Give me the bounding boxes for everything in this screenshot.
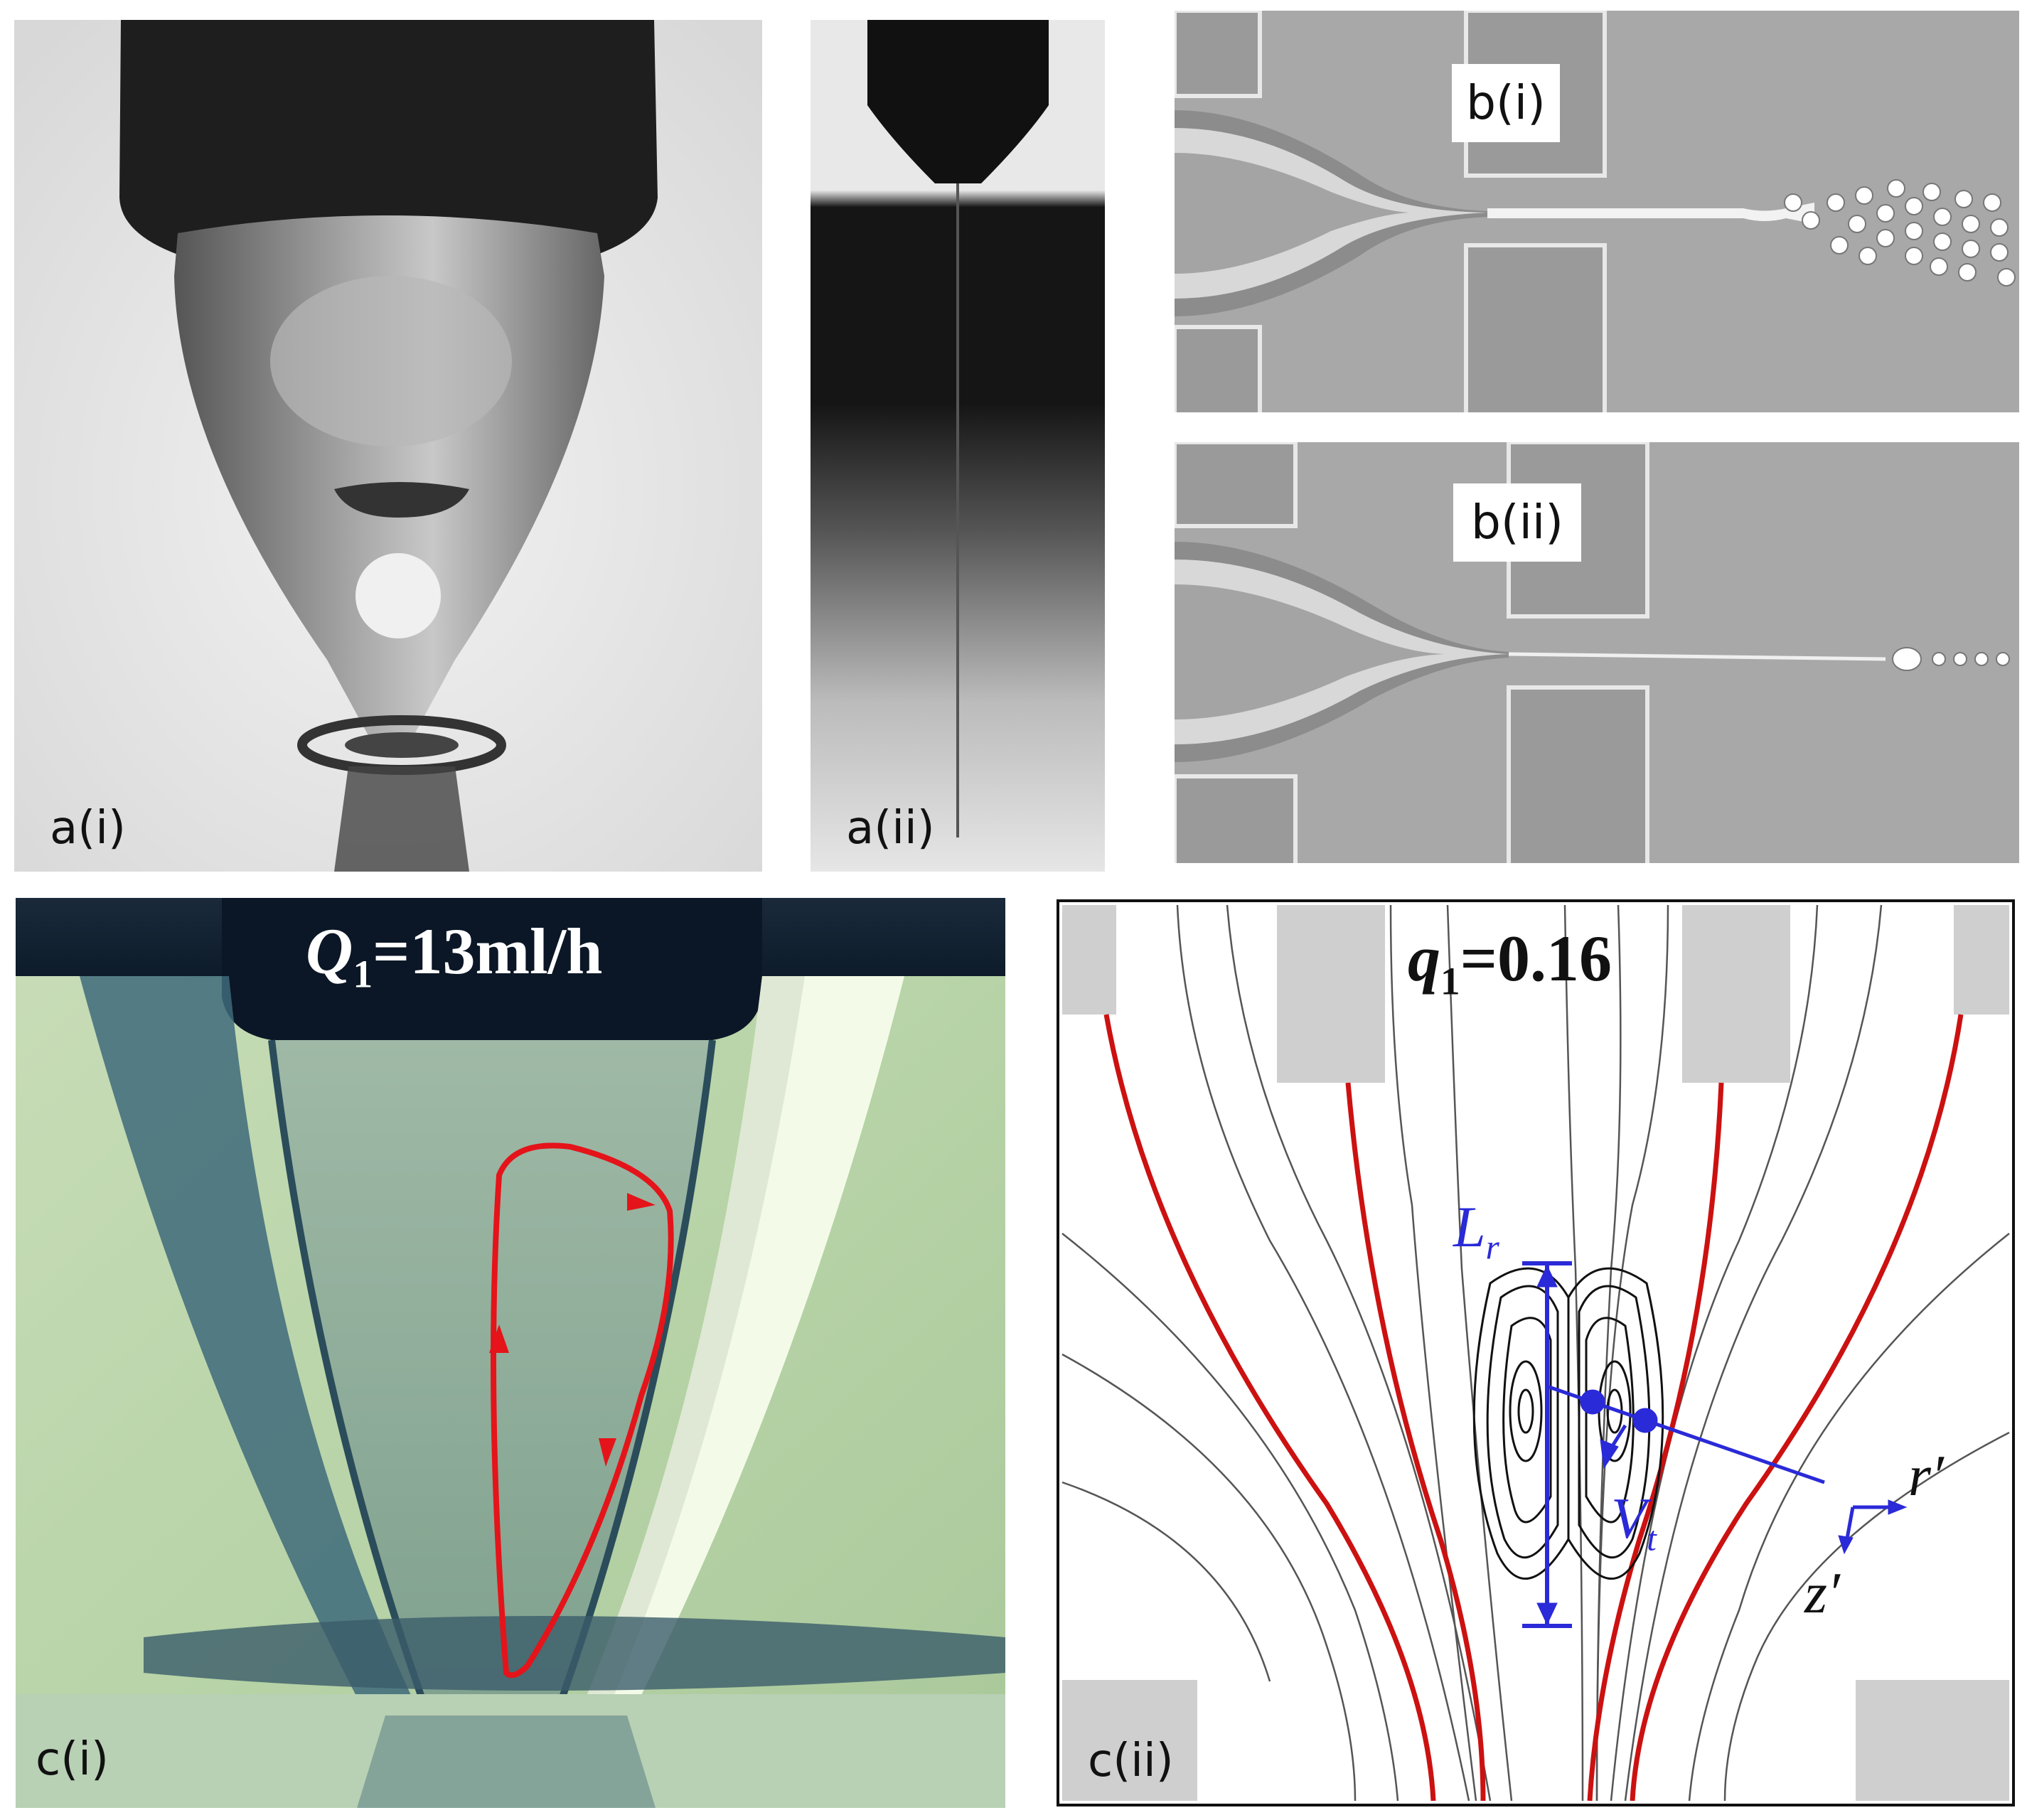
- title-c-i: Q1=13ml/h: [306, 915, 603, 996]
- photo-c-i: [16, 898, 1005, 1808]
- panel-b-ii: b(ii): [1175, 442, 2019, 863]
- panel-c-ii: q1=0.16 Lr Vt r′ z′ c(ii): [1057, 899, 2015, 1806]
- label-c-ii: c(ii): [1088, 1735, 1174, 1787]
- label-b-ii: b(ii): [1453, 483, 1581, 562]
- photo-a-i: [14, 20, 762, 872]
- red-streamlines: [1103, 1014, 1964, 1802]
- label-c-i: c(i): [36, 1733, 109, 1786]
- annotations-blue: [1522, 1261, 1908, 1628]
- panel-a-ii: a(ii): [811, 20, 1105, 872]
- label-a-i: a(i): [50, 802, 126, 855]
- symbol-V-t: Vt: [1611, 1486, 1657, 1558]
- droplet-cluster: [1784, 179, 2016, 287]
- symbol-L-r: Lr: [1453, 1194, 1499, 1267]
- label-b-i: b(i): [1452, 64, 1560, 142]
- photo-b-ii: [1175, 442, 2019, 863]
- title-c-ii: q1=0.16: [1408, 922, 1612, 1003]
- vortex: [1472, 1267, 1664, 1580]
- wall-blocks: [1062, 905, 2009, 1801]
- label-a-ii: a(ii): [846, 802, 935, 855]
- panel-c-i: Q1=13ml/h c(i): [16, 898, 1005, 1808]
- panel-b-i: b(i): [1175, 11, 2019, 412]
- symbol-z-prime: z′: [1804, 1561, 1840, 1625]
- recirculation-loop: [491, 1142, 674, 1679]
- panel-a-i: a(i): [14, 20, 762, 872]
- gray-streamlines: [1061, 904, 2010, 1802]
- symbol-r-prime: r′: [1908, 1443, 1944, 1508]
- photo-a-ii: [811, 20, 1105, 872]
- streamline-plot: [1057, 899, 2015, 1806]
- photo-b-i: [1175, 11, 2019, 412]
